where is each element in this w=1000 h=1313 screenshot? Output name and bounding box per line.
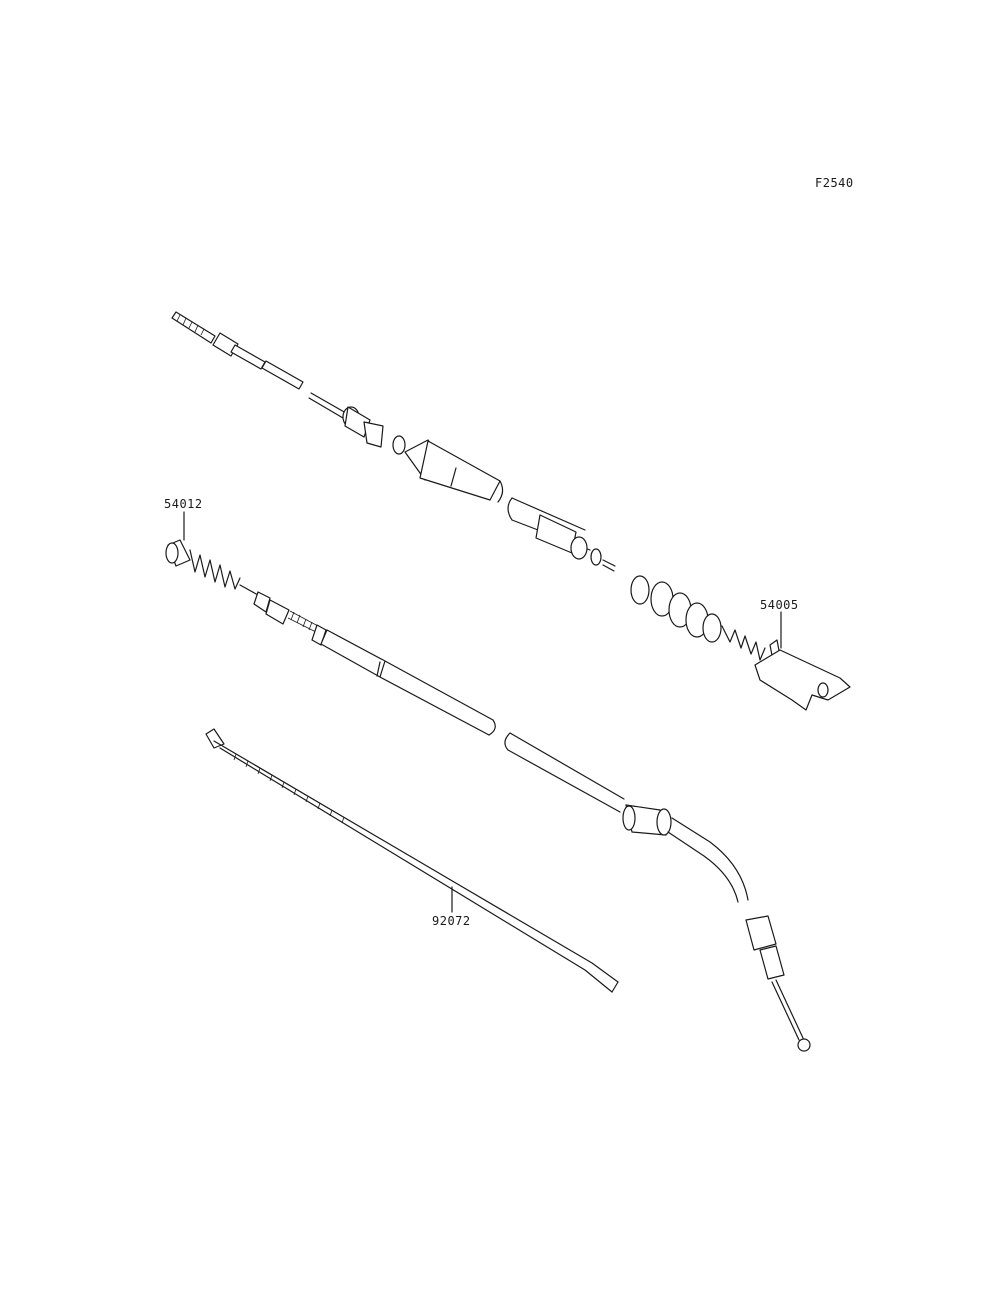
part-label-54005: 54005 — [760, 598, 799, 612]
part-label-54012: 54012 — [164, 497, 203, 511]
lower-cable-end-fitting — [745, 915, 811, 1052]
diagram-reference-code: F2540 — [815, 176, 854, 190]
lower-cable-end-cap — [165, 539, 191, 567]
lower-cable-coil-spring — [189, 549, 241, 590]
upper-cable-wire-2 — [602, 559, 616, 572]
lower-cable-bent-pipe — [667, 817, 749, 903]
upper-cable-adjuster-nut — [342, 406, 406, 455]
cable-tie-teeth — [233, 753, 345, 824]
upper-cable-threaded-end — [171, 311, 304, 390]
upper-cable-spring — [721, 625, 766, 661]
cable-tie-band — [205, 728, 619, 993]
upper-cable-outer-housing — [404, 439, 602, 566]
upper-cable-lever-fork — [754, 639, 851, 711]
upper-cable-rubber-boot — [630, 575, 722, 643]
lower-cable-outer-housing — [320, 629, 672, 836]
upper-cable-assembly — [171, 311, 851, 711]
lower-cable-assembly — [165, 511, 811, 1052]
upper-cable-wire-1 — [308, 392, 347, 419]
lower-cable-adjuster — [239, 584, 327, 646]
part-label-92072: 92072 — [432, 914, 471, 928]
